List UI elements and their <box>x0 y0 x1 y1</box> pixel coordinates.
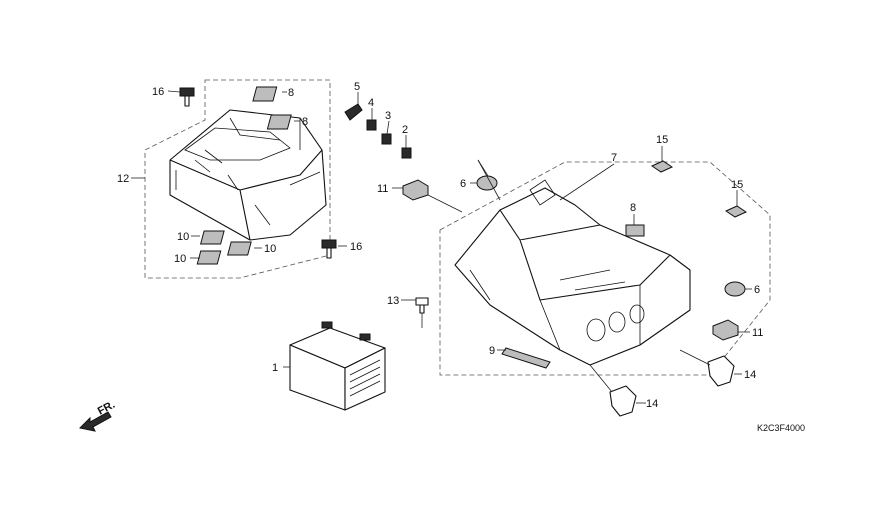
part-label-4: 4 <box>368 97 374 109</box>
part-label-12: 12 <box>117 173 129 185</box>
clamp-14-a <box>609 385 637 417</box>
part-label-3: 3 <box>385 110 391 122</box>
front-direction-arrow-icon <box>78 411 112 432</box>
part-label-13: 13 <box>387 295 399 307</box>
clip-nut-15-b <box>724 205 748 218</box>
grommet-11-b <box>712 319 739 341</box>
terminal-nut-3 <box>381 133 392 145</box>
band-9 <box>501 347 551 369</box>
cushion-6-a <box>476 175 498 191</box>
bolt-13 <box>415 297 429 314</box>
part-label-10-a: 10 <box>177 231 189 243</box>
terminal-nut-2 <box>401 147 412 159</box>
part-label-7: 7 <box>611 152 617 164</box>
part-label-1: 1 <box>272 362 278 374</box>
leader-lines <box>131 90 752 404</box>
part-label-16-a: 16 <box>152 86 164 98</box>
pad-10-b <box>227 241 252 256</box>
part-label-9: 9 <box>489 345 495 357</box>
part-label-10-c: 10 <box>174 253 186 265</box>
part-label-5: 5 <box>354 81 360 93</box>
pad-10-c <box>196 250 222 265</box>
part-label-2: 2 <box>402 124 408 136</box>
part-label-14-b: 14 <box>744 369 756 381</box>
grommet-11-a <box>402 179 429 201</box>
battery-cover <box>169 109 327 241</box>
part-label-10-b: 10 <box>264 243 276 255</box>
part-label-8-c: 8 <box>630 202 636 214</box>
battery <box>289 321 386 411</box>
part-label-11-a: 11 <box>377 183 388 195</box>
diagram-code: K2C3F4000 <box>757 423 805 433</box>
part-label-14-a: 14 <box>646 398 658 410</box>
cover-group-frame <box>144 79 331 279</box>
part-label-15-b: 15 <box>731 179 743 191</box>
terminal-bolt-5 <box>344 103 363 121</box>
bolt-16-bottom <box>321 239 337 259</box>
direction-label: FR. <box>96 399 117 418</box>
bolt-16-top <box>179 87 195 107</box>
cushion-6-b <box>724 281 746 297</box>
pad-10-a <box>199 230 225 245</box>
battery-tray <box>454 179 691 366</box>
part-label-16-b: 16 <box>350 241 362 253</box>
pad-8-c <box>625 224 645 237</box>
clip-nut-15-a <box>650 160 674 173</box>
part-label-11-b: 11 <box>752 327 763 339</box>
clamp-14-b <box>707 355 735 387</box>
pad-8-a <box>252 86 278 102</box>
part-label-8-a: 8 <box>288 87 294 99</box>
part-label-15-a: 15 <box>656 134 668 146</box>
part-label-6-a: 6 <box>460 178 466 190</box>
part-label-8-b: 8 <box>302 116 308 128</box>
part-label-6-b: 6 <box>754 284 760 296</box>
tray-group-frame <box>439 161 771 376</box>
terminal-nut-4 <box>366 119 377 131</box>
pad-8-b <box>266 114 292 130</box>
